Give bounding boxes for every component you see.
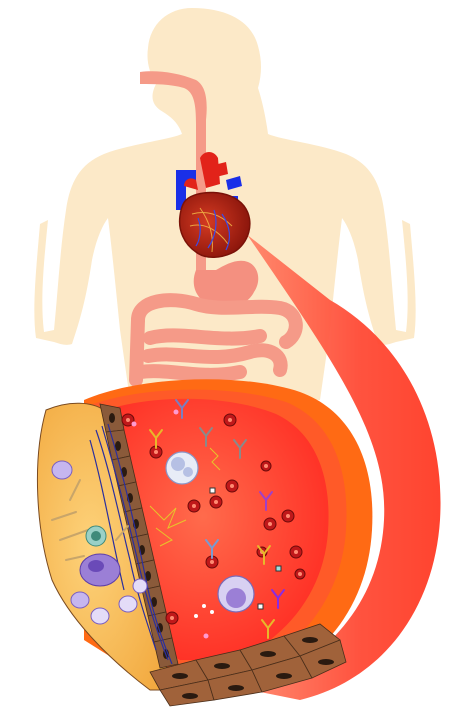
vessel-cross-section [37,379,372,706]
heart [180,192,250,257]
